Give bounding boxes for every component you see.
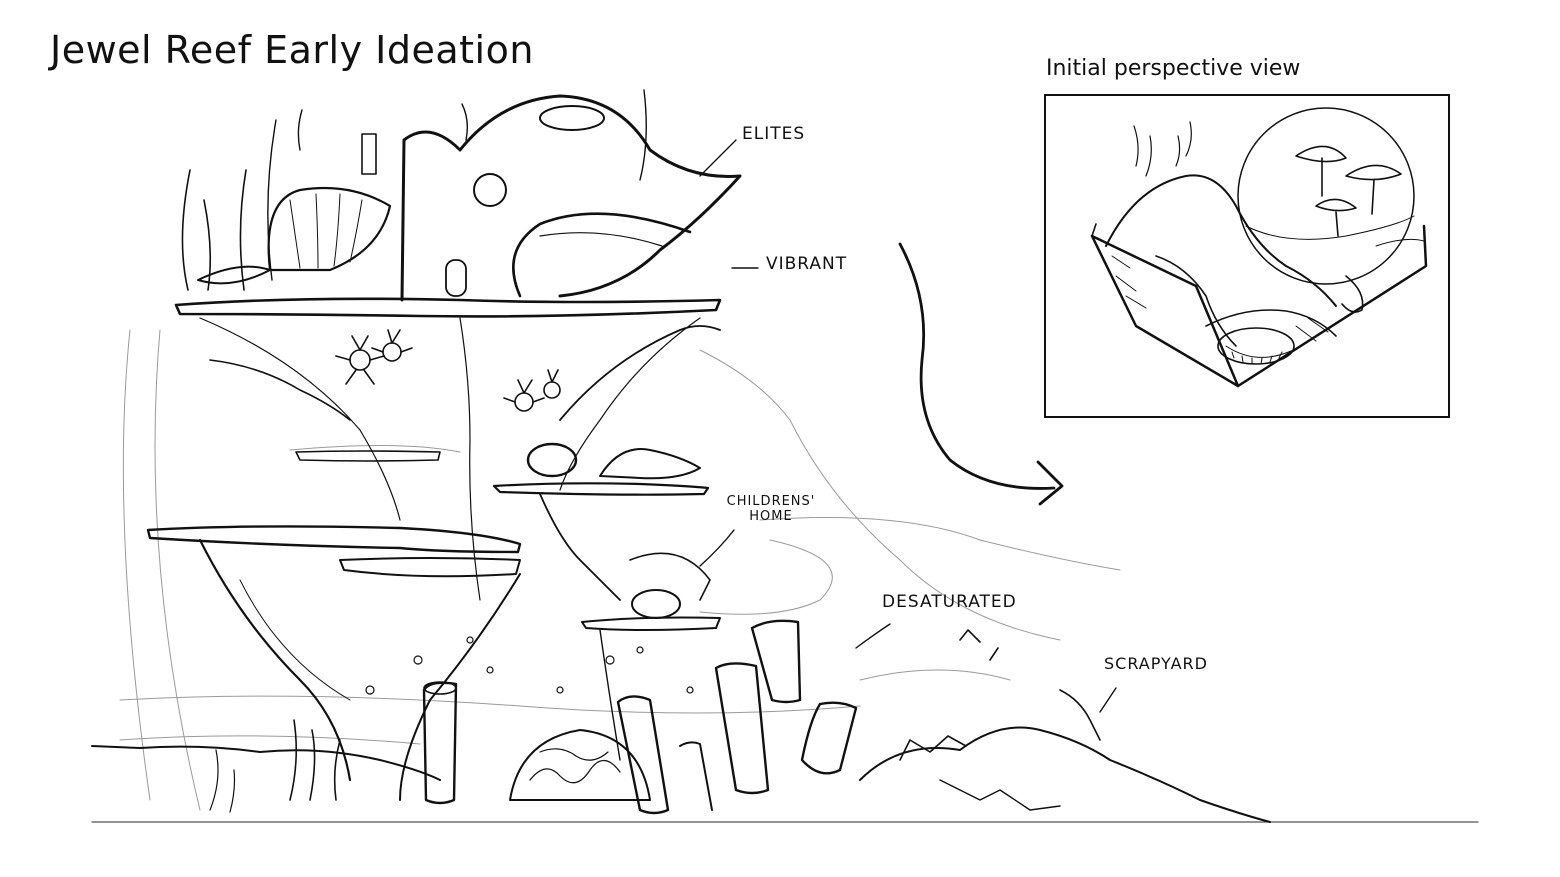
inset-caption: Initial perspective view [1046,56,1301,81]
label-childrens-home: CHILDRENS' HOME [726,494,816,524]
sheet-title: Jewel Reef Early Ideation [50,28,534,72]
label-childrens-home-line1: CHILDRENS' [726,494,816,509]
label-scrapyard: SCRAPYARD [1104,654,1208,673]
label-vibrant: VIBRANT [766,254,848,274]
perspective-view-sketch [1090,107,1428,388]
label-childrens-home-line2: HOME [749,509,793,524]
perspective-view-frame [1044,94,1450,418]
label-elites: ELITES [742,124,806,144]
label-desaturated: DESATURATED [882,592,1017,612]
